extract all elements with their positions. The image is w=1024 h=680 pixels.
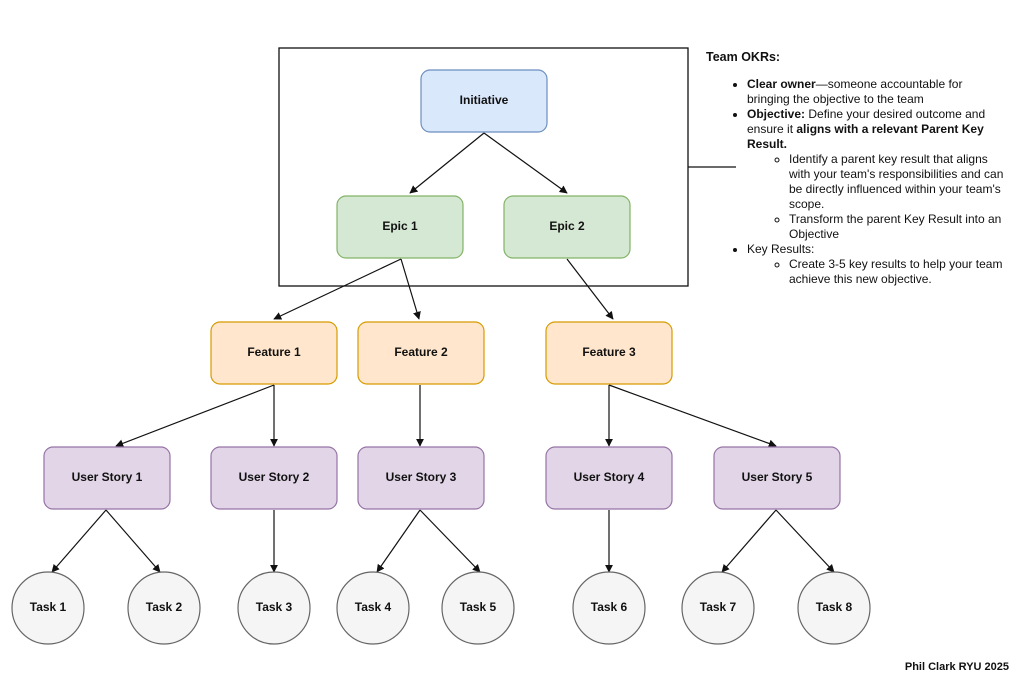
node-user-story-3-label: User Story 3	[386, 470, 457, 484]
node-user-story-3: User Story 3	[357, 446, 485, 510]
edge-story5-task7	[721, 509, 777, 573]
okr-item-objective: Objective: Define your desired outcome a…	[747, 107, 1006, 242]
node-task-4-circle	[336, 571, 410, 645]
node-task-5-label: Task 5	[460, 600, 497, 614]
okr-item-key-results: Key Results: Create 3-5 key results to h…	[747, 242, 1006, 287]
objective-text: Define your desired outcome and ensure i…	[747, 107, 986, 136]
owner-heading: Clear owner	[747, 77, 816, 91]
node-task-8-label: Task 8	[816, 600, 853, 614]
node-epic-2: Epic 2	[503, 195, 631, 259]
edge-epic2-feature3	[566, 258, 614, 320]
node-feature-1: Feature 1	[210, 321, 338, 385]
edge-story5-task8	[775, 509, 835, 573]
edge-initiative-epic2	[483, 132, 568, 194]
node-task-7-circle	[681, 571, 755, 645]
node-user-story-5-box	[713, 446, 841, 510]
node-epic-2-box	[503, 195, 631, 259]
objective-sub-item: Identify a parent key result that aligns…	[789, 152, 1006, 212]
node-user-story-5-label: User Story 5	[742, 470, 813, 484]
node-user-story-3-box	[357, 446, 485, 510]
node-epic-1: Epic 1	[336, 195, 464, 259]
node-initiative: Initiative	[420, 69, 548, 133]
key-results-sublist: Create 3-5 key results to help your team…	[747, 257, 1006, 287]
node-task-1-label: Task 1	[30, 600, 67, 614]
node-user-story-2: User Story 2	[210, 446, 338, 510]
node-task-1-circle	[11, 571, 85, 645]
node-user-story-4-box	[545, 446, 673, 510]
node-task-5-circle	[441, 571, 515, 645]
node-user-story-1-box	[43, 446, 171, 510]
node-task-3: Task 3	[237, 571, 311, 645]
edge-initiative-epic1	[409, 132, 485, 194]
node-user-story-4: User Story 4	[545, 446, 673, 510]
objective-emphasis: aligns with a relevant Parent Key Result…	[747, 122, 984, 151]
node-task-5: Task 5	[441, 571, 515, 645]
node-task-6-circle	[572, 571, 646, 645]
edge-epic1-feature1	[273, 258, 402, 320]
node-task-7-label: Task 7	[700, 600, 737, 614]
node-feature-3: Feature 3	[545, 321, 673, 385]
node-feature-3-box	[545, 321, 673, 385]
author-credit: Phil Clark RYU 2025	[904, 661, 1009, 673]
owner-text: —someone accountable for bringing the ob…	[747, 77, 963, 106]
node-user-story-1: User Story 1	[43, 446, 171, 510]
node-task-6-label: Task 6	[591, 600, 628, 614]
objective-sublist: Identify a parent key result that aligns…	[747, 152, 1006, 242]
node-task-4: Task 4	[336, 571, 410, 645]
objective-heading: Objective:	[747, 107, 806, 121]
node-feature-1-box	[210, 321, 338, 385]
node-feature-2-box	[357, 321, 485, 385]
edge-feature1-story1	[115, 384, 275, 448]
objective-sub-item: Transform the parent Key Result into an …	[789, 212, 1006, 242]
node-initiative-label: Initiative	[460, 93, 509, 107]
node-feature-1-label: Feature 1	[247, 345, 301, 359]
node-feature-2: Feature 2	[357, 321, 485, 385]
node-task-2: Task 2	[127, 571, 201, 645]
node-epic-2-label: Epic 2	[549, 219, 585, 233]
node-user-story-1-label: User Story 1	[72, 470, 143, 484]
node-user-story-4-label: User Story 4	[574, 470, 645, 484]
edges	[51, 132, 835, 573]
node-task-2-circle	[127, 571, 201, 645]
team-okrs-title: Team OKRs:	[706, 50, 781, 64]
node-task-3-label: Task 3	[256, 600, 293, 614]
node-task-7: Task 7	[681, 571, 755, 645]
node-initiative-box	[420, 69, 548, 133]
node-epic-1-label: Epic 1	[382, 219, 418, 233]
node-task-4-label: Task 4	[355, 600, 392, 614]
node-user-story-2-label: User Story 2	[239, 470, 310, 484]
edge-story1-task1	[51, 509, 107, 573]
edge-feature3-story5	[608, 384, 777, 448]
key-results-heading: Key Results:	[747, 242, 815, 256]
node-task-3-circle	[237, 571, 311, 645]
edge-story3-task5	[419, 509, 481, 573]
node-feature-2-label: Feature 2	[394, 345, 448, 359]
okr-item-owner: Clear owner—someone accountable for brin…	[747, 77, 1006, 107]
node-task-1: Task 1	[11, 571, 85, 645]
key-results-sub-item: Create 3-5 key results to help your team…	[789, 257, 1006, 287]
node-user-story-2-box	[210, 446, 338, 510]
node-user-story-5: User Story 5	[713, 446, 841, 510]
edge-epic1-feature2	[400, 258, 421, 320]
node-task-8-circle	[797, 571, 871, 645]
node-task-8: Task 8	[797, 571, 871, 645]
node-task-2-label: Task 2	[146, 600, 183, 614]
edge-story3-task4	[376, 509, 421, 573]
node-epic-1-box	[336, 195, 464, 259]
team-okrs-panel: Team OKRs: Clear owner—someone accountab…	[706, 50, 1006, 287]
okr-list: Clear owner—someone accountable for brin…	[706, 77, 1006, 287]
edge-story1-task2	[105, 509, 161, 573]
node-task-6: Task 6	[572, 571, 646, 645]
node-feature-3-label: Feature 3	[582, 345, 636, 359]
